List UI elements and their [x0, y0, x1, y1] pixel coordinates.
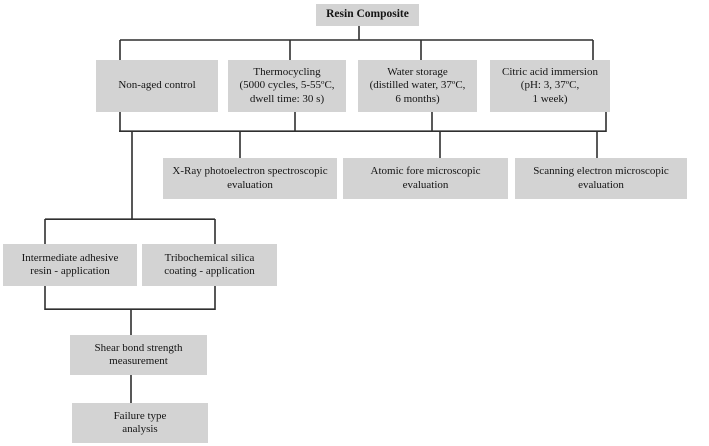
node-water-storage-label: Water storage (distilled water, 37ºC, 6 …	[369, 65, 466, 105]
node-thermocycling-label: Thermocycling (5000 cycles, 5-55ºC, dwel…	[239, 65, 335, 105]
node-shear-bond-strength-label: Shear bond strength measurement	[94, 341, 183, 368]
node-afm-evaluation: Atomic fore microscopic evaluation	[343, 158, 508, 199]
node-failure-type-analysis: Failure type analysis	[72, 403, 208, 443]
node-water-storage: Water storage (distilled water, 37ºC, 6 …	[358, 60, 477, 112]
node-tribochemical-silica-coating-label: Tribochemical silica coating - applicati…	[164, 251, 255, 278]
node-intermediate-adhesive-resin: Intermediate adhesive resin - applicatio…	[3, 244, 137, 286]
node-resin-composite-label: Resin Composite	[326, 8, 409, 21]
node-non-aged-control-label: Non-aged control	[118, 79, 196, 92]
node-intermediate-adhesive-resin-label: Intermediate adhesive resin - applicatio…	[21, 251, 119, 278]
node-failure-type-analysis-label: Failure type analysis	[113, 409, 167, 436]
node-shear-bond-strength: Shear bond strength measurement	[70, 335, 207, 375]
node-citric-acid-immersion-label: Citric acid immersion (pH: 3, 37ºC, 1 we…	[502, 65, 598, 105]
node-resin-composite: Resin Composite	[316, 4, 419, 26]
node-afm-evaluation-label: Atomic fore microscopic evaluation	[370, 165, 481, 191]
node-xps-evaluation: X-Ray photoelectron spectroscopic evalua…	[163, 158, 337, 199]
node-tribochemical-silica-coating: Tribochemical silica coating - applicati…	[142, 244, 277, 286]
node-xps-evaluation-label: X-Ray photoelectron spectroscopic evalua…	[172, 165, 328, 191]
node-thermocycling: Thermocycling (5000 cycles, 5-55ºC, dwel…	[228, 60, 346, 112]
node-non-aged-control: Non-aged control	[96, 60, 218, 112]
node-sem-evaluation: Scanning electron microscopic evaluation	[515, 158, 687, 199]
node-citric-acid-immersion: Citric acid immersion (pH: 3, 37ºC, 1 we…	[490, 60, 610, 112]
node-sem-evaluation-label: Scanning electron microscopic evaluation	[533, 165, 669, 191]
